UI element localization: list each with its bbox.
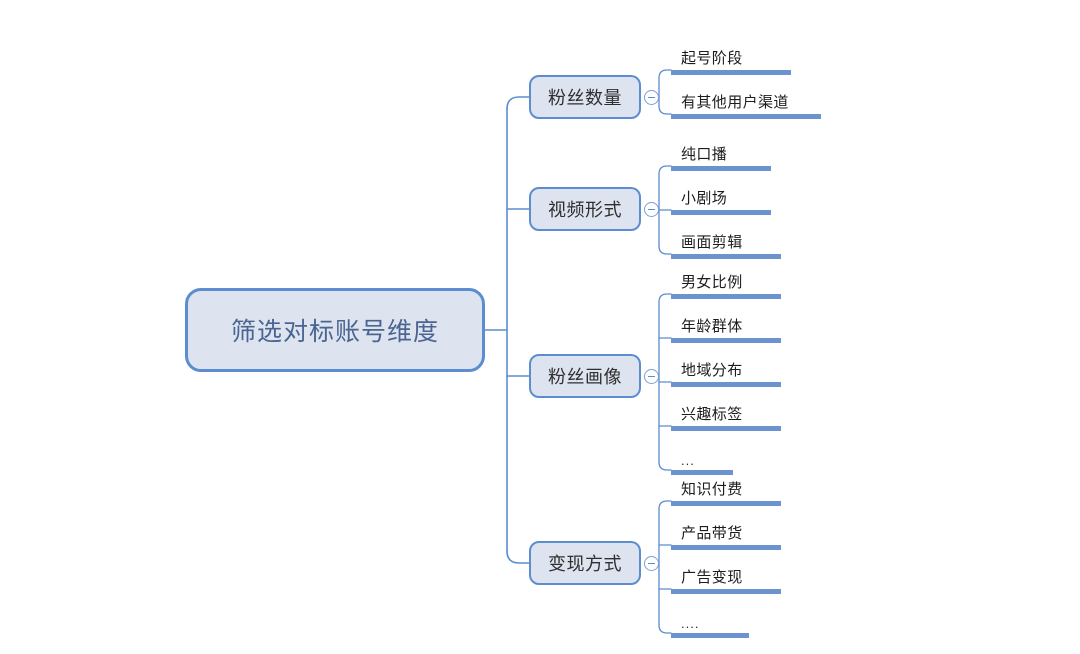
leaf-item-label: 知识付费 bbox=[681, 481, 743, 498]
leaf-item-underline bbox=[671, 70, 791, 75]
leaf-item-underline bbox=[671, 254, 781, 259]
branch-node-4[interactable]: 变现方式 bbox=[529, 541, 641, 585]
leaf-item[interactable]: 地域分布 bbox=[671, 353, 781, 387]
leaf-item[interactable]: 男女比例 bbox=[671, 265, 781, 299]
leaf-item-underline bbox=[671, 633, 749, 638]
collapse-minus-icon[interactable] bbox=[644, 89, 659, 105]
leaf-item[interactable]: 小剧场 bbox=[671, 181, 771, 215]
collapse-minus-icon[interactable] bbox=[644, 201, 659, 217]
leaf-elbow-line bbox=[658, 105, 672, 115]
leaf-item[interactable]: 画面剪辑 bbox=[671, 225, 781, 259]
leaf-item[interactable]: 有其他用户渠道 bbox=[671, 85, 821, 119]
leaf-item-label: 产品带货 bbox=[681, 525, 743, 542]
branch-node-label: 视频形式 bbox=[548, 200, 622, 220]
leaf-item[interactable]: 起号阶段 bbox=[671, 41, 791, 75]
leaf-item-underline bbox=[671, 545, 781, 550]
leaf-item-label: 有其他用户渠道 bbox=[681, 94, 789, 111]
leaf-item-label: ... bbox=[681, 453, 695, 468]
leaf-item-label: 地域分布 bbox=[681, 362, 743, 379]
collapse-minus-icon[interactable] bbox=[644, 368, 659, 384]
leaf-item[interactable]: 纯口播 bbox=[671, 137, 771, 171]
collapse-minus-icon[interactable] bbox=[644, 555, 659, 571]
branch-node-label: 变现方式 bbox=[548, 554, 622, 574]
leaf-item[interactable]: 兴趣标签 bbox=[671, 397, 781, 431]
leaf-item[interactable]: .... bbox=[671, 604, 749, 638]
branch-node-label: 粉丝画像 bbox=[548, 367, 622, 387]
minus-glyph bbox=[648, 96, 655, 98]
leaf-item-label: 男女比例 bbox=[681, 274, 743, 291]
leaf-item-underline bbox=[671, 589, 781, 594]
leaf-item[interactable]: 产品带货 bbox=[671, 516, 781, 550]
leaf-item-underline bbox=[671, 114, 821, 119]
branch-elbow-line bbox=[506, 550, 530, 564]
minus-glyph bbox=[648, 208, 655, 210]
leaf-item[interactable]: 知识付费 bbox=[671, 472, 781, 506]
minus-glyph bbox=[648, 375, 655, 377]
leaf-elbow-line bbox=[658, 245, 672, 255]
leaf-item-label: .... bbox=[681, 616, 700, 631]
leaf-item-label: 起号阶段 bbox=[681, 50, 743, 67]
leaf-elbow-line bbox=[658, 461, 672, 471]
leaf-elbow-line bbox=[658, 293, 672, 303]
leaf-item-underline bbox=[671, 501, 781, 506]
root-node[interactable]: 筛选对标账号维度 bbox=[185, 288, 485, 372]
leaf-item[interactable]: 年龄群体 bbox=[671, 309, 781, 343]
leaf-item-underline bbox=[671, 470, 733, 475]
branch-node-3[interactable]: 粉丝画像 bbox=[529, 354, 641, 398]
leaf-item-underline bbox=[671, 338, 781, 343]
leaf-elbow-line bbox=[658, 624, 672, 634]
leaf-item-label: 年龄群体 bbox=[681, 318, 743, 335]
leaf-item-underline bbox=[671, 166, 771, 171]
leaf-item-label: 画面剪辑 bbox=[681, 234, 743, 251]
root-node-label: 筛选对标账号维度 bbox=[230, 318, 439, 346]
branch-elbow-line bbox=[506, 96, 530, 110]
branch-node-label: 粉丝数量 bbox=[548, 88, 622, 108]
leaf-item-underline bbox=[671, 294, 781, 299]
leaf-item-label: 兴趣标签 bbox=[681, 406, 743, 423]
leaf-item-underline bbox=[671, 426, 781, 431]
branch-node-2[interactable]: 视频形式 bbox=[529, 187, 641, 231]
leaf-item-underline bbox=[671, 210, 771, 215]
leaf-item[interactable]: ... bbox=[671, 441, 733, 475]
leaf-item-label: 纯口播 bbox=[681, 146, 728, 163]
leaf-item-label: 小剧场 bbox=[681, 190, 728, 207]
leaf-elbow-line bbox=[658, 165, 672, 175]
leaf-item-label: 广告变现 bbox=[681, 569, 743, 586]
leaf-elbow-line bbox=[658, 500, 672, 510]
leaf-elbow-line bbox=[658, 69, 672, 79]
leaf-item[interactable]: 广告变现 bbox=[671, 560, 781, 594]
leaf-item-underline bbox=[671, 382, 781, 387]
minus-glyph bbox=[648, 562, 655, 564]
branch-node-1[interactable]: 粉丝数量 bbox=[529, 75, 641, 119]
